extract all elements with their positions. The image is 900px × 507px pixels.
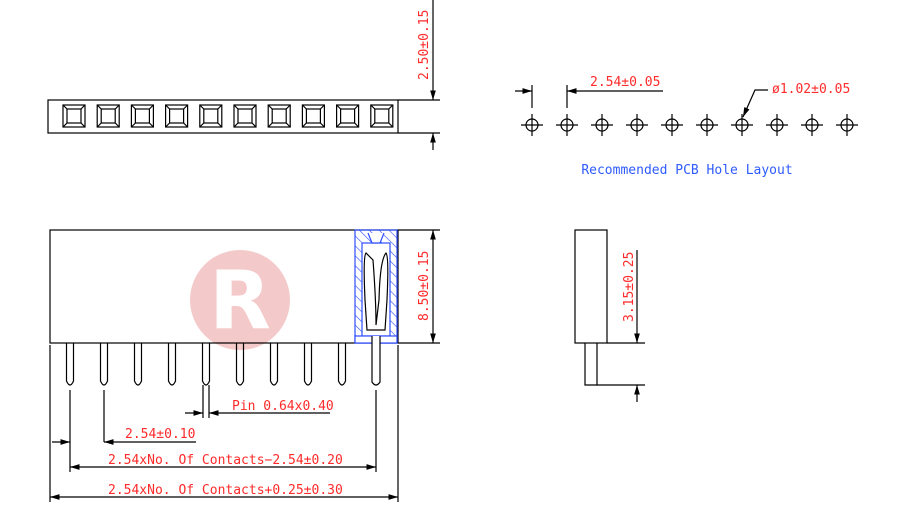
top-view [47, 0, 440, 150]
pcb-layout-title: Recommended PCB Hole Layout [581, 163, 792, 178]
front-view-body [49, 229, 399, 344]
side-view [574, 229, 645, 402]
contact-pin [99, 343, 109, 386]
front-height-dim: 8.50±0.15 [417, 251, 432, 321]
contact-opening [233, 104, 257, 128]
contact-pin [337, 343, 347, 386]
svg-text:R: R [209, 254, 271, 347]
contact-opening [130, 104, 154, 128]
pitch-dim: 2.54±0.10 [125, 427, 195, 442]
front-view [49, 229, 440, 502]
contact-pin [65, 343, 75, 386]
top-view-body [47, 99, 399, 134]
pcb-hole [836, 114, 858, 136]
pcb-hole [731, 114, 753, 136]
contact-opening [165, 104, 189, 128]
contact-pin [303, 343, 313, 386]
contact-pin [269, 343, 279, 386]
contact-opening [96, 104, 120, 128]
pcb-hole [521, 114, 543, 136]
pcb-pitch-dim: 2.54±0.05 [590, 75, 660, 90]
watermark-logo: R [190, 250, 290, 350]
contact-opening [301, 104, 325, 128]
contact-pin [167, 343, 177, 386]
span-dim: 2.54xNo. Of Contacts−2.54±0.20 [108, 453, 343, 468]
contact-pin [133, 343, 143, 386]
contact-opening [62, 104, 86, 128]
pcb-hole-dim: ø1.02±0.05 [772, 82, 850, 97]
contact-opening [267, 104, 291, 128]
side-view-body [574, 229, 608, 344]
pcb-hole [696, 114, 718, 136]
contact-pin [201, 343, 211, 386]
pin-size-dim: Pin 0.64x0.40 [232, 399, 334, 414]
pcb-hole [591, 114, 613, 136]
contact-opening [336, 104, 360, 128]
top-height-dim: 2.50±0.15 [417, 10, 432, 80]
pcb-hole [626, 114, 648, 136]
contact-opening [199, 104, 223, 128]
pcb-hole [801, 114, 823, 136]
length-dim: 2.54xNo. Of Contacts+0.25±0.30 [108, 483, 343, 498]
pcb-hole [556, 114, 578, 136]
pcb-hole [661, 114, 683, 136]
side-height-dim: 3.15±0.25 [622, 252, 637, 322]
pcb-hole-layout [515, 85, 858, 136]
contact-opening [370, 104, 394, 128]
pcb-hole [766, 114, 788, 136]
contact-pin [235, 343, 245, 386]
